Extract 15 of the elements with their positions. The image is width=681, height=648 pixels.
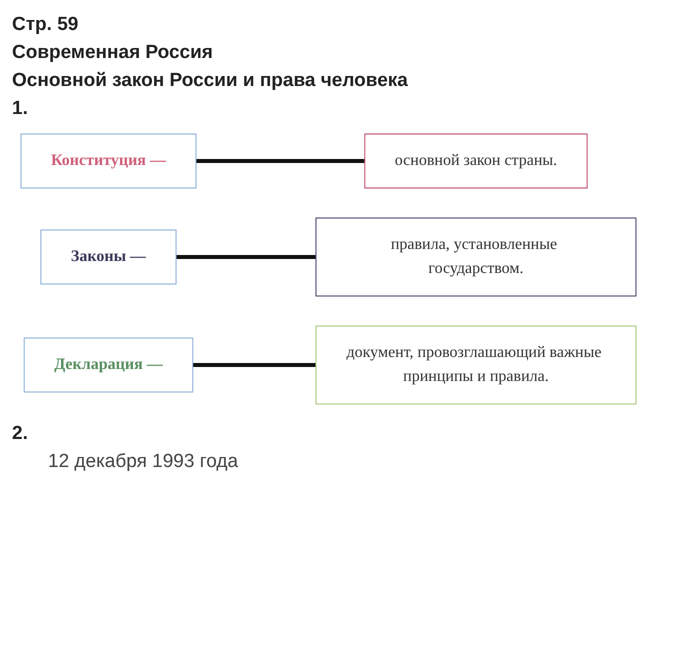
connector [192, 363, 316, 367]
node-box: документ, провозглашающий важные принципы и правила. [315, 326, 636, 404]
node-box: Законы — [40, 230, 177, 284]
section-heading: Основной закон России и права человека [12, 70, 409, 92]
connector [176, 255, 316, 259]
node-box: основной закон страны. [364, 134, 588, 188]
page-number: Стр. 59 [12, 14, 80, 36]
connector [196, 159, 365, 163]
node-box: Декларация — [24, 338, 194, 392]
node-box: правила, установленные государством. [315, 218, 636, 296]
node-box: Конституция — [20, 134, 196, 188]
task-number: 1. [12, 98, 29, 120]
task-number: 2. [12, 423, 29, 445]
answer-text: 12 декабря 1993 года [48, 451, 240, 473]
chapter-heading: Современная Россия [12, 42, 214, 64]
